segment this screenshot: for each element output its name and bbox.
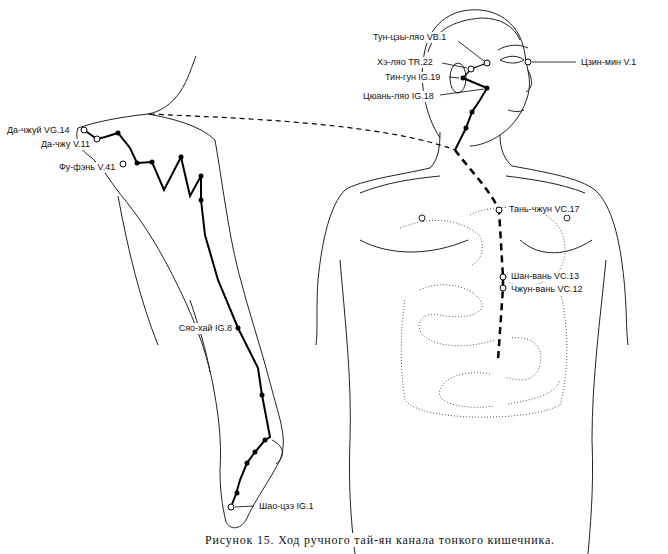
torso-outline <box>588 260 606 554</box>
nipple <box>419 215 425 221</box>
figure-caption: Рисунок 15. Ход ручного тай-ян канала то… <box>205 533 555 547</box>
shoulder-outline <box>512 166 628 345</box>
acupoint <box>235 491 240 496</box>
thumb-outline <box>272 440 282 464</box>
leader-line <box>458 41 484 61</box>
point-label: Сяо-хай IG.8 <box>178 323 233 334</box>
right-figure <box>316 10 628 554</box>
muscle-line <box>190 300 210 372</box>
acupoint <box>468 66 474 72</box>
mouth <box>508 110 524 112</box>
acupoint-dots <box>116 76 490 496</box>
eyebrow <box>498 45 528 50</box>
chest-line <box>360 240 468 252</box>
collarbone <box>360 176 440 193</box>
meridian-line <box>455 78 487 150</box>
point-label: Да-чжу V.11 <box>40 139 91 150</box>
point-label: Да-чжуй VG.14 <box>6 125 70 136</box>
acupoint <box>500 285 506 291</box>
point-label: Хэ-ляо TR.22 <box>376 57 434 68</box>
liver-outline <box>400 220 482 266</box>
meridian-lines <box>84 63 503 507</box>
acupoint <box>263 438 268 443</box>
acupoint <box>464 126 469 131</box>
internal-pathway <box>150 114 455 150</box>
acupoint <box>496 207 502 213</box>
acupoint <box>228 504 234 510</box>
meridian-line <box>84 130 270 507</box>
arm-front-outline <box>215 140 283 528</box>
neck-outline <box>500 135 512 166</box>
nose <box>526 70 532 92</box>
eye <box>500 56 524 63</box>
acupoint <box>116 131 121 136</box>
leader-line <box>442 63 467 68</box>
internal-pathway <box>455 150 503 360</box>
acupoint <box>525 59 531 65</box>
leader-line <box>440 89 484 95</box>
acupoint <box>94 136 100 142</box>
leader-line <box>532 62 576 63</box>
acupoint <box>179 155 184 160</box>
acupoint <box>245 461 250 466</box>
acupoint <box>485 86 490 91</box>
shoulder-outline <box>316 168 430 345</box>
collarbone <box>506 176 585 193</box>
acupoint <box>81 127 87 133</box>
acupoint <box>135 161 140 166</box>
acupoint <box>150 160 155 165</box>
jaw-outline <box>148 56 196 114</box>
torso-outline <box>118 196 158 345</box>
acupoint <box>461 76 466 81</box>
acupoint <box>236 326 241 331</box>
chest-line <box>520 240 592 253</box>
torso-outline <box>340 260 355 554</box>
point-label: Цзин-мин V.1 <box>580 57 637 68</box>
point-label: Шан-вань VC.13 <box>510 271 580 282</box>
point-label: Цюань-ляо IG.18 <box>362 91 435 102</box>
point-label: Тун-цзы-ляо VB.1 <box>372 32 447 43</box>
leader-line <box>449 77 459 78</box>
point-label: Тин-гун IG.19 <box>384 72 441 83</box>
point-label: Шао-цзэ IG.1 <box>258 501 315 512</box>
acupoint-circles <box>81 59 531 510</box>
organ-outlines <box>400 208 567 418</box>
neck-outline <box>430 132 440 168</box>
acupoint <box>260 393 265 398</box>
left-figure <box>77 56 284 528</box>
nipple <box>564 215 570 221</box>
acupoint <box>199 198 204 203</box>
point-label: Чжун-вань VC.12 <box>510 284 583 295</box>
acupoint <box>500 274 506 280</box>
acupoint <box>120 161 126 167</box>
intestine-outline <box>419 285 560 408</box>
acupoint <box>199 174 204 179</box>
meridian-line <box>463 63 487 78</box>
point-label: Фу-фэнь V.41 <box>58 162 116 173</box>
colon-outline <box>401 290 567 417</box>
acupoint <box>484 60 490 66</box>
leader-line <box>235 506 254 507</box>
point-label: Тань-чжун VC.17 <box>508 204 581 215</box>
acupoint <box>470 110 475 115</box>
acupoint <box>253 450 258 455</box>
